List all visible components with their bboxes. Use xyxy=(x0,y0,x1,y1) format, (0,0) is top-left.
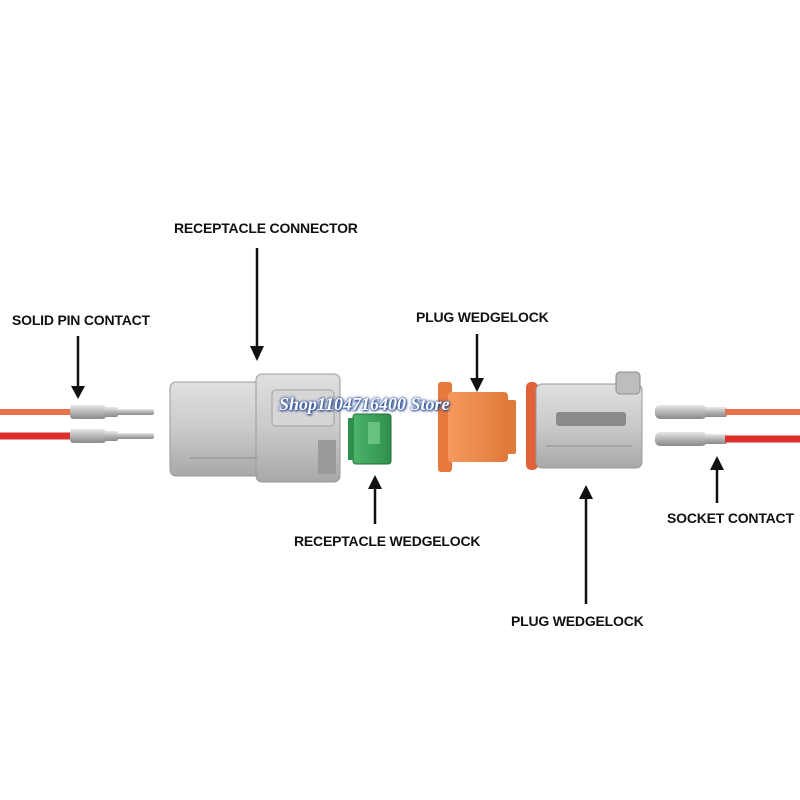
callout-arrows xyxy=(71,248,724,604)
arrow-receptacle-connector xyxy=(250,248,264,361)
label-plug-wedgelock-top: PLUG WEDGELOCK xyxy=(416,309,549,325)
label-plug-wedgelock-bottom: PLUG WEDGELOCK xyxy=(511,613,644,629)
left-wires xyxy=(0,409,72,440)
receptacle-wedgelock-part xyxy=(348,413,392,465)
solid-pin-top xyxy=(70,405,154,419)
plug-connector-housing xyxy=(526,371,643,470)
socket-contact-top xyxy=(655,405,727,419)
arrow-socket-contact xyxy=(710,456,724,503)
arrow-plug-wedgelock-bottom xyxy=(579,485,593,604)
label-receptacle-wedgelock: RECEPTACLE WEDGELOCK xyxy=(294,533,481,549)
store-watermark: Shop1104716400 Store xyxy=(279,394,450,414)
label-solid-pin-contact: SOLID PIN CONTACT xyxy=(12,312,150,328)
label-receptacle-connector: RECEPTACLE CONNECTOR xyxy=(174,220,358,236)
socket-contacts xyxy=(655,405,727,446)
socket-contact-bottom xyxy=(655,432,727,446)
receptacle-connector-housing xyxy=(169,373,341,483)
label-socket-contact: SOCKET CONTACT xyxy=(667,510,794,526)
solid-pin-contacts xyxy=(70,405,154,443)
arrow-solid-pin-contact xyxy=(71,336,85,399)
arrow-receptacle-wedgelock xyxy=(368,475,382,524)
right-wires xyxy=(725,409,800,443)
solid-pin-bottom xyxy=(70,429,154,443)
plug-wedgelock-part xyxy=(438,382,516,472)
arrow-plug-wedgelock-top xyxy=(470,334,484,392)
